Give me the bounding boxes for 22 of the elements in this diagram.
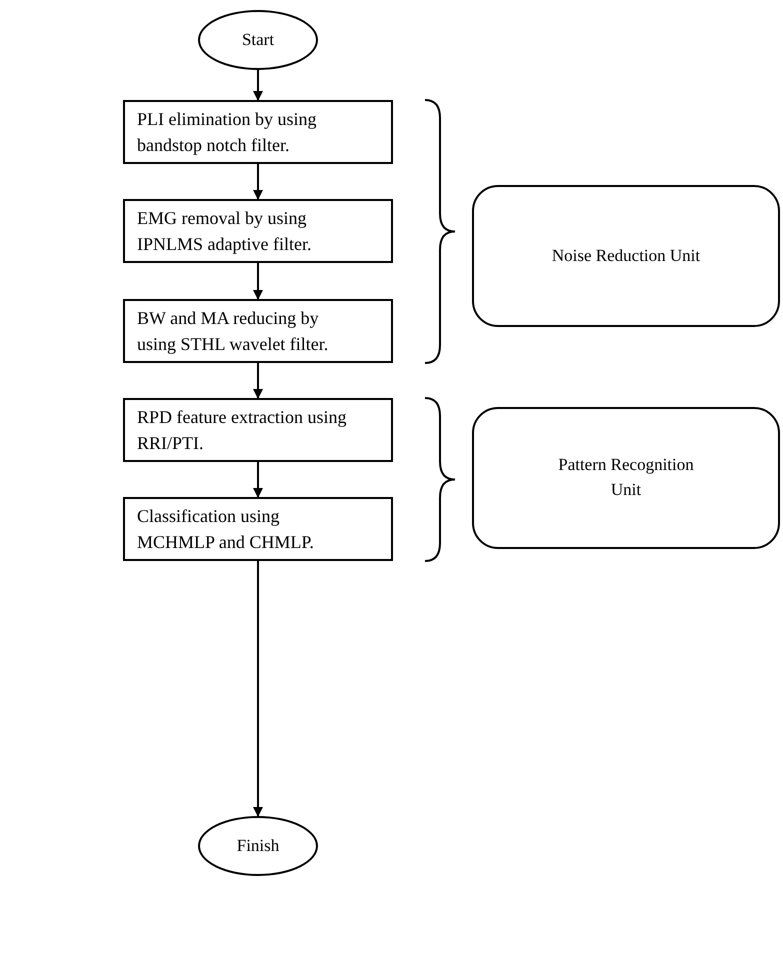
arrow (253, 462, 263, 498)
process-box (123, 497, 393, 561)
node-text: Classification using MCHMLP and CHMLP. (137, 504, 315, 554)
arrow (253, 561, 263, 817)
node-text: EMG removal by using IPNLMS adaptive filter. (137, 206, 312, 256)
arrow (253, 164, 263, 200)
node-text: RPD feature extraction using RRI/PTI. (137, 406, 348, 455)
node-text: Finish (236, 834, 280, 857)
unit-box (472, 185, 780, 327)
arrow (253, 263, 263, 300)
process-box (123, 299, 393, 363)
process-box (123, 100, 393, 164)
node-text: BW and MA reducing by using STHL wavelet filter. (137, 306, 330, 356)
unit-box (472, 407, 780, 549)
process-box (123, 199, 393, 263)
node-text: PLI elimination by using bandstop notch filter. (137, 108, 318, 157)
process-box (123, 398, 393, 462)
arrow (253, 70, 263, 101)
node-text: Pattern Recognition Unit (557, 454, 695, 501)
arrow (253, 363, 263, 399)
node-text: Start (242, 28, 274, 51)
node-text: Noise Reduction Unit (552, 244, 700, 267)
